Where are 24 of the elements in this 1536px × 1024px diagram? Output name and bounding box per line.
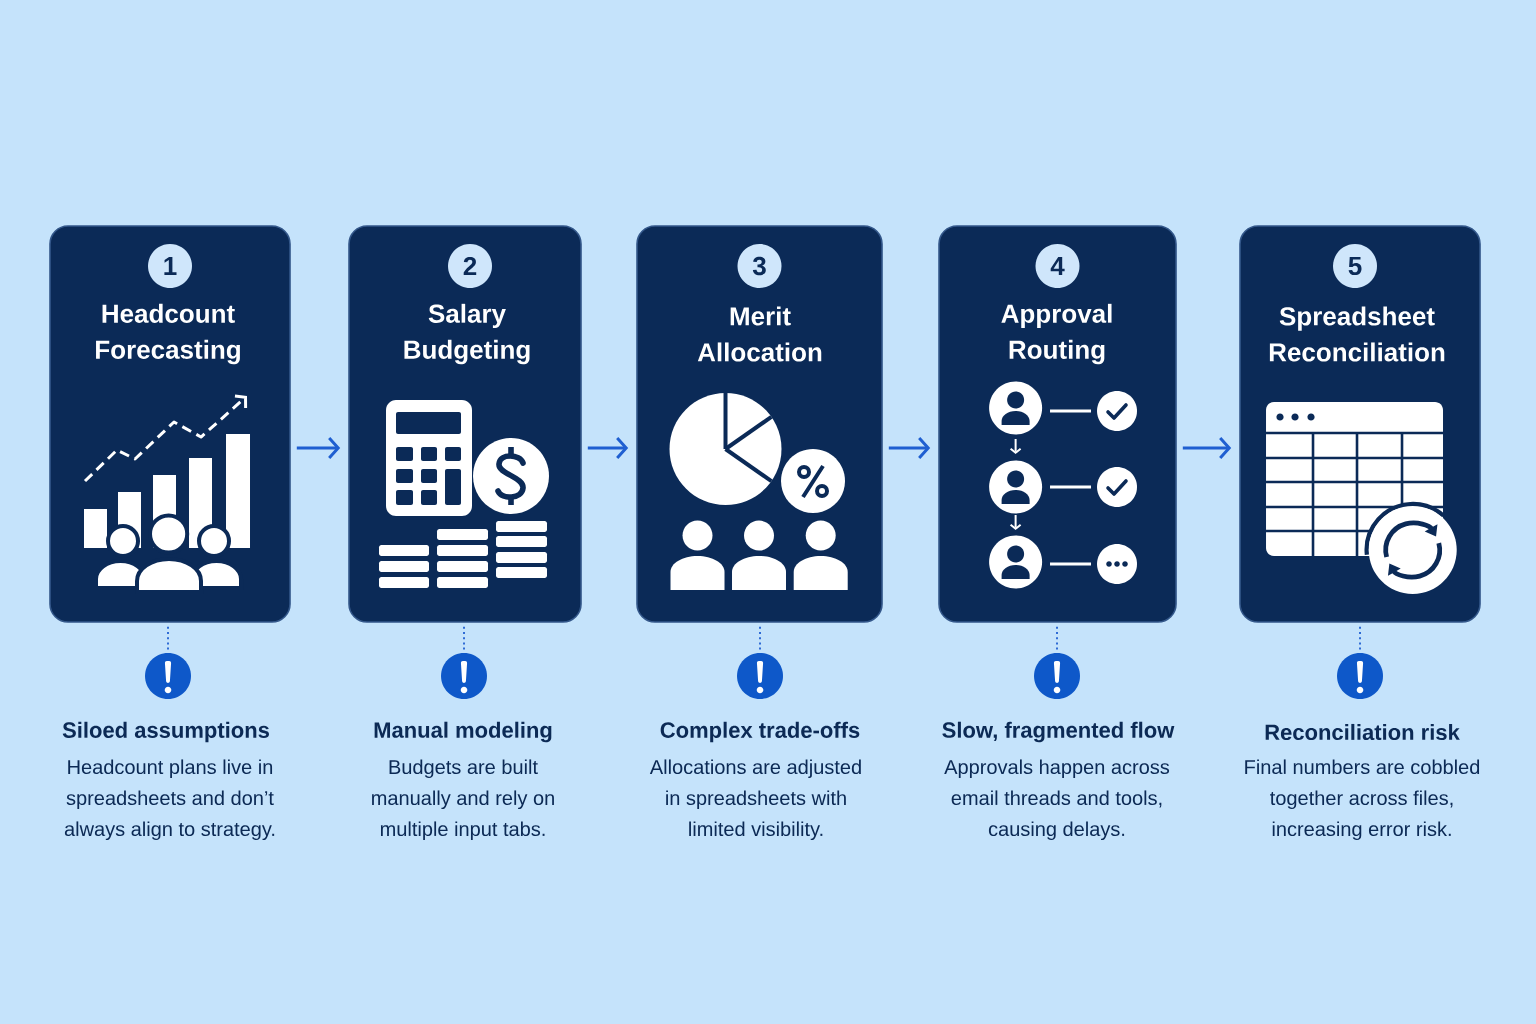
number-badge: 3 (737, 244, 782, 288)
caption-text: Budgets are built manually and rely on multiple input tabs. (372, 759, 554, 841)
dotted-line (759, 625, 761, 651)
number-badge: 1 (148, 244, 192, 288)
caption-heading: Complex trade-offs (660, 721, 860, 743)
number-badge: 2 (448, 244, 492, 288)
arrow (888, 437, 931, 459)
dotted-line (1056, 625, 1058, 651)
caption-text: Allocations are adjusted in spreadsheets with limited visibility. (649, 759, 861, 841)
dotted-line (463, 625, 465, 651)
caption-heading: Siloed assumptions (62, 721, 269, 743)
number-badge: 4 (1035, 244, 1080, 288)
caption-text: Headcount plans live in spreadsheets and don’t always align to strategy. (64, 759, 275, 841)
caption-heading: Manual modeling (374, 721, 552, 743)
dotted-line (1359, 625, 1361, 651)
arrow (587, 437, 629, 459)
arrow (296, 437, 341, 459)
caption-text: Approvals happen across email threads and tools, causing delays. (944, 759, 1170, 841)
caption-text: Final numbers are cobbled together across files, increasing error risk. (1245, 759, 1480, 841)
number-badge: 5 (1333, 244, 1377, 288)
caption-heading: Slow, fragmented flow (942, 721, 1175, 743)
arrow (1182, 437, 1232, 459)
caption-heading: Reconciliation risk (1265, 723, 1460, 741)
dotted-line (167, 625, 169, 651)
